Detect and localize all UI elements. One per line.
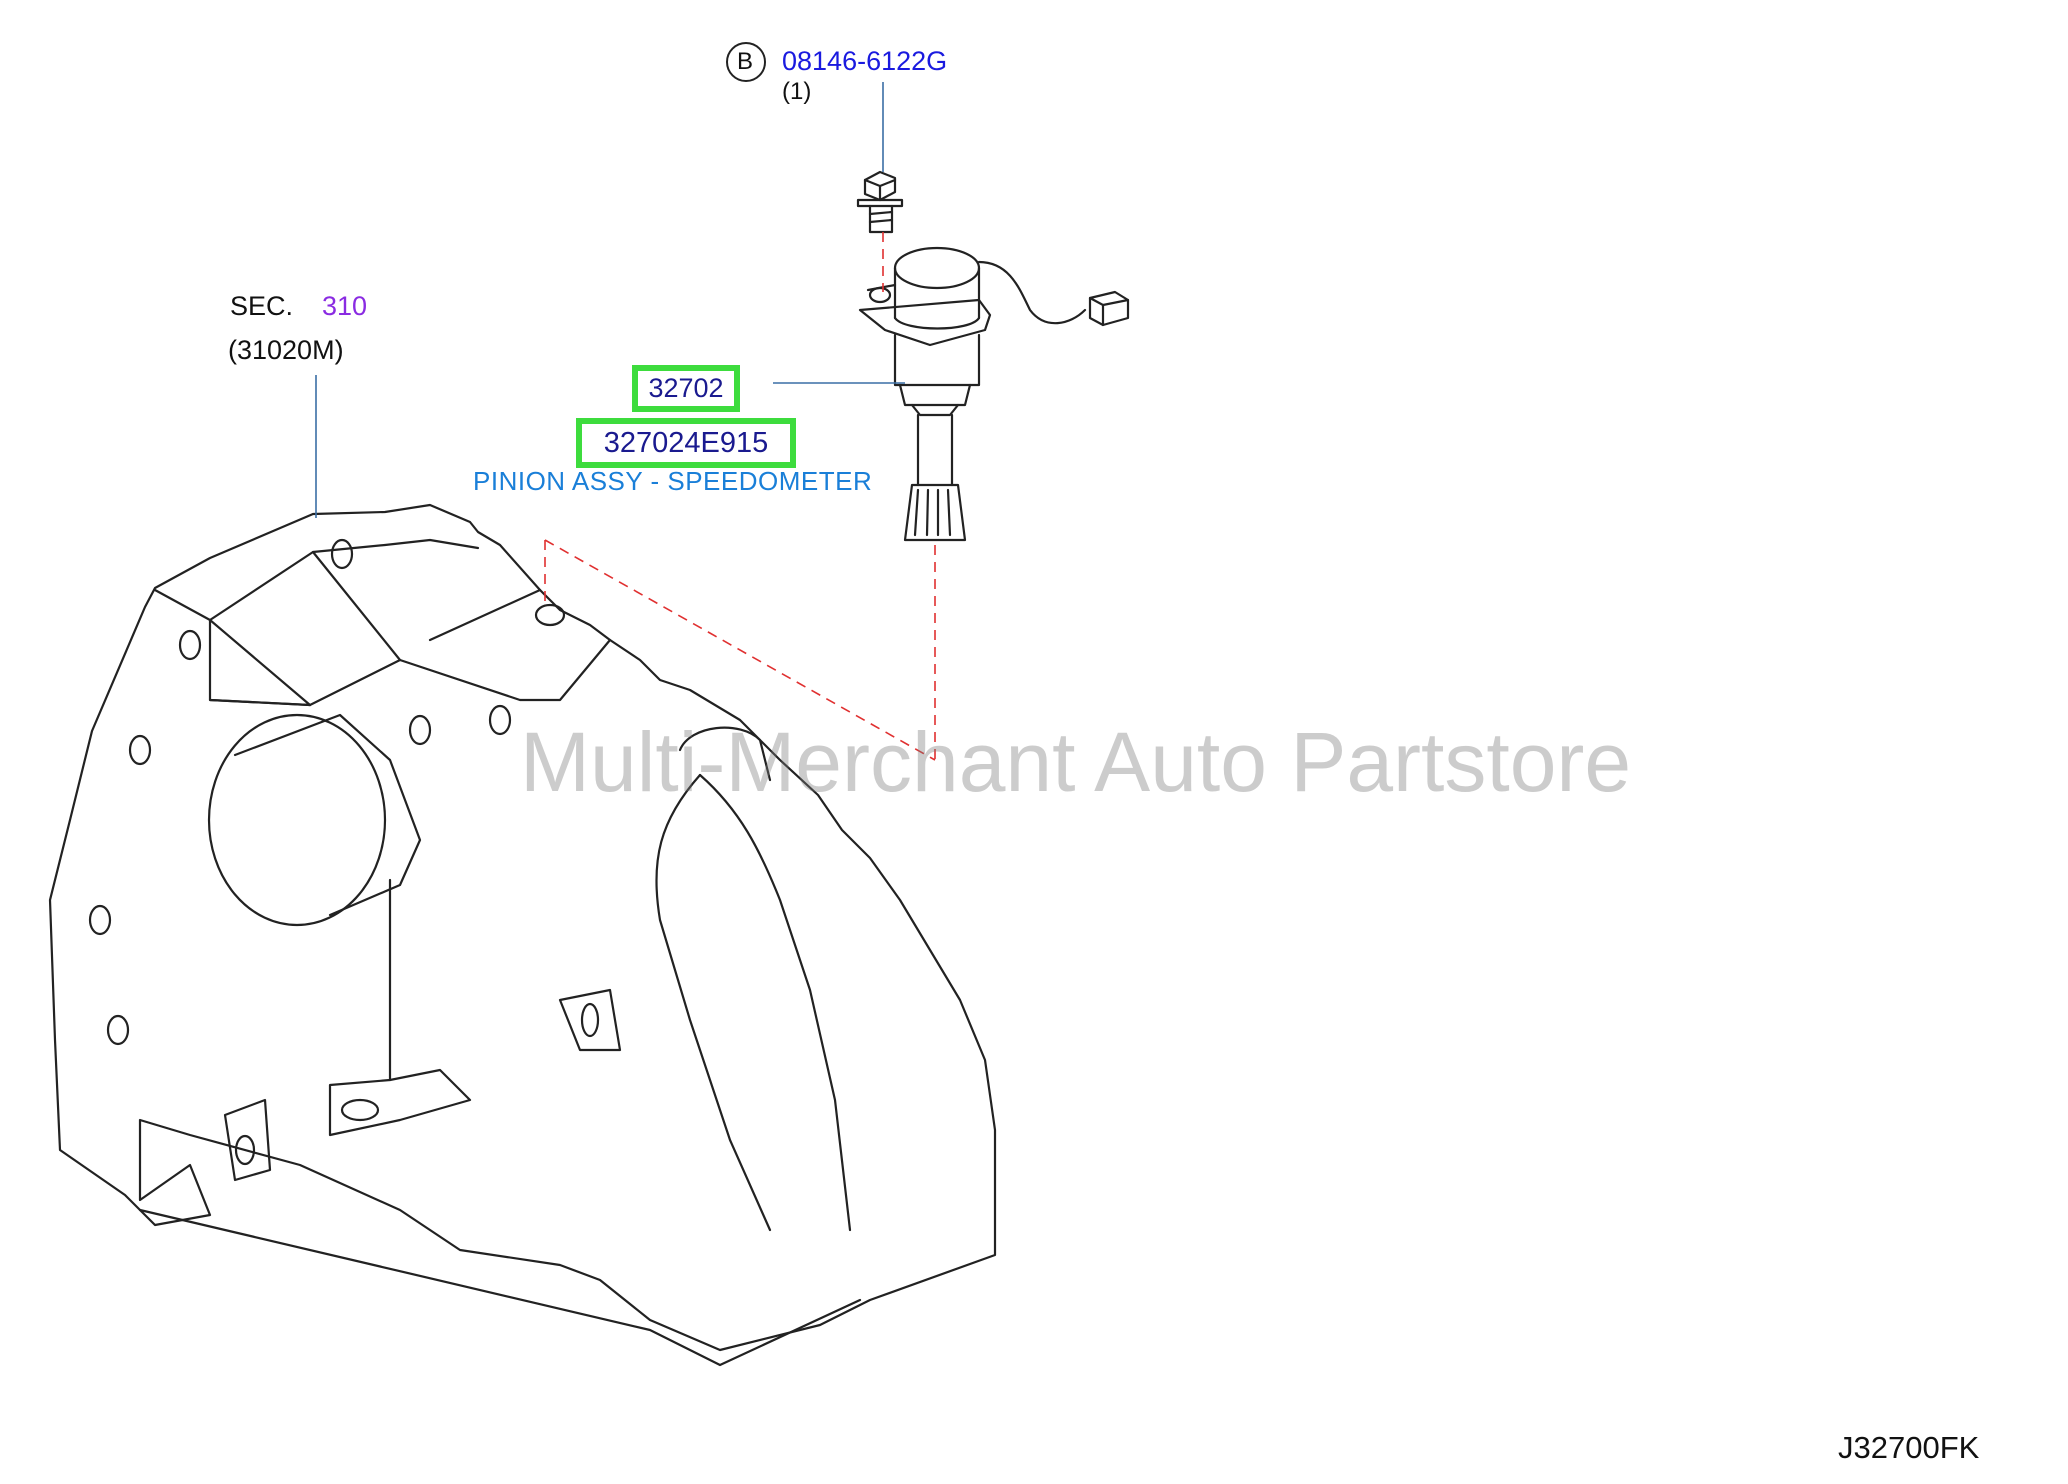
callout-letter: B <box>737 48 754 75</box>
pinion-ref-number-box[interactable]: 32702 <box>632 365 740 412</box>
pinion-part-number-box[interactable]: 327024E915 <box>576 418 796 468</box>
transmission-case-outline <box>48 503 997 1352</box>
bolt-part-number-link[interactable]: 08146-6122G <box>782 46 948 76</box>
pinion-description: PINION ASSY - SPEEDOMETER <box>473 466 873 496</box>
watermark: Multi-Merchant Auto Partstore <box>520 715 1632 809</box>
section-code: (31020M) <box>228 335 344 365</box>
diagram-id: J32700FK <box>1838 1430 1980 1465</box>
section-prefix: SEC. <box>230 291 294 321</box>
bolt-quantity: (1) <box>782 78 812 105</box>
callout-letter-circle <box>726 42 766 82</box>
section-number-link[interactable]: 310 <box>322 291 368 321</box>
